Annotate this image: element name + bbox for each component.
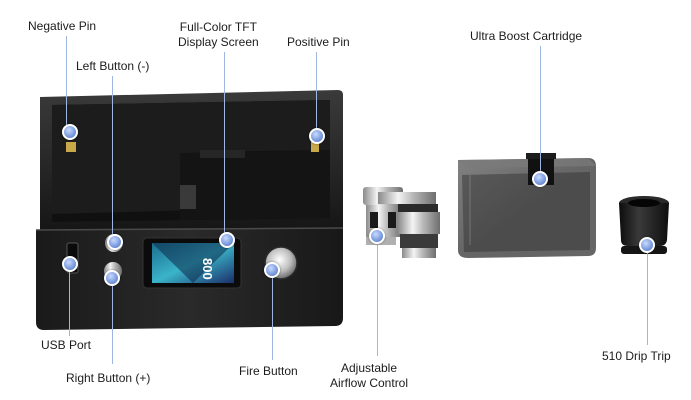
display-screen-label-line1: Full-Color TFT <box>179 20 257 34</box>
airflow-control-part <box>363 187 440 258</box>
leader-right-button <box>112 278 113 364</box>
negative-pin-label: Negative Pin <box>28 19 97 33</box>
drip-tip-label: 510 Drip Trip <box>602 349 671 363</box>
leader-display-screen <box>224 52 225 238</box>
leader-fire-button <box>272 270 273 360</box>
positive-pin-label: Positive Pin <box>287 35 350 49</box>
fire-button-label: Fire Button <box>239 364 298 378</box>
cartridge-label: Ultra Boost Cartridge <box>470 29 583 43</box>
fire-button-marker <box>264 262 280 278</box>
cartridge-part <box>458 153 596 258</box>
leader-positive-pin <box>316 52 317 136</box>
airflow-control-label: Adjustable Airflow Control <box>330 361 408 391</box>
leader-airflow-control <box>377 236 378 356</box>
left-button-label: Left Button (-) <box>76 59 150 73</box>
negative-pin-marker <box>62 124 78 140</box>
drip-tip-part <box>619 196 669 254</box>
left-button-marker <box>107 234 123 250</box>
display-screen-marker <box>219 232 235 248</box>
airflow-control-label-line1: Adjustable <box>340 361 398 375</box>
right-button-label: Right Button (+) <box>66 371 151 385</box>
right-button-marker <box>104 270 120 286</box>
airflow-control-marker <box>369 228 385 244</box>
screen-reading: 800 <box>200 258 215 280</box>
leader-left-button <box>112 76 113 236</box>
usb-port-marker <box>62 256 78 272</box>
leader-negative-pin <box>66 36 67 132</box>
airflow-control-label-line2: Airflow Control <box>330 376 409 390</box>
display-screen-label: Full-Color TFT Display Screen <box>178 20 259 50</box>
usb-port-label: USB Port <box>41 338 92 352</box>
leader-usb-port <box>69 264 70 336</box>
positive-pin-marker <box>309 128 325 144</box>
drip-tip-marker <box>639 237 655 253</box>
leader-cartridge <box>540 46 541 178</box>
leader-drip-tip <box>647 245 648 345</box>
cartridge-marker <box>532 171 548 187</box>
display-screen-label-line2: Display Screen <box>178 35 259 49</box>
mod-body: 800 <box>35 90 344 330</box>
